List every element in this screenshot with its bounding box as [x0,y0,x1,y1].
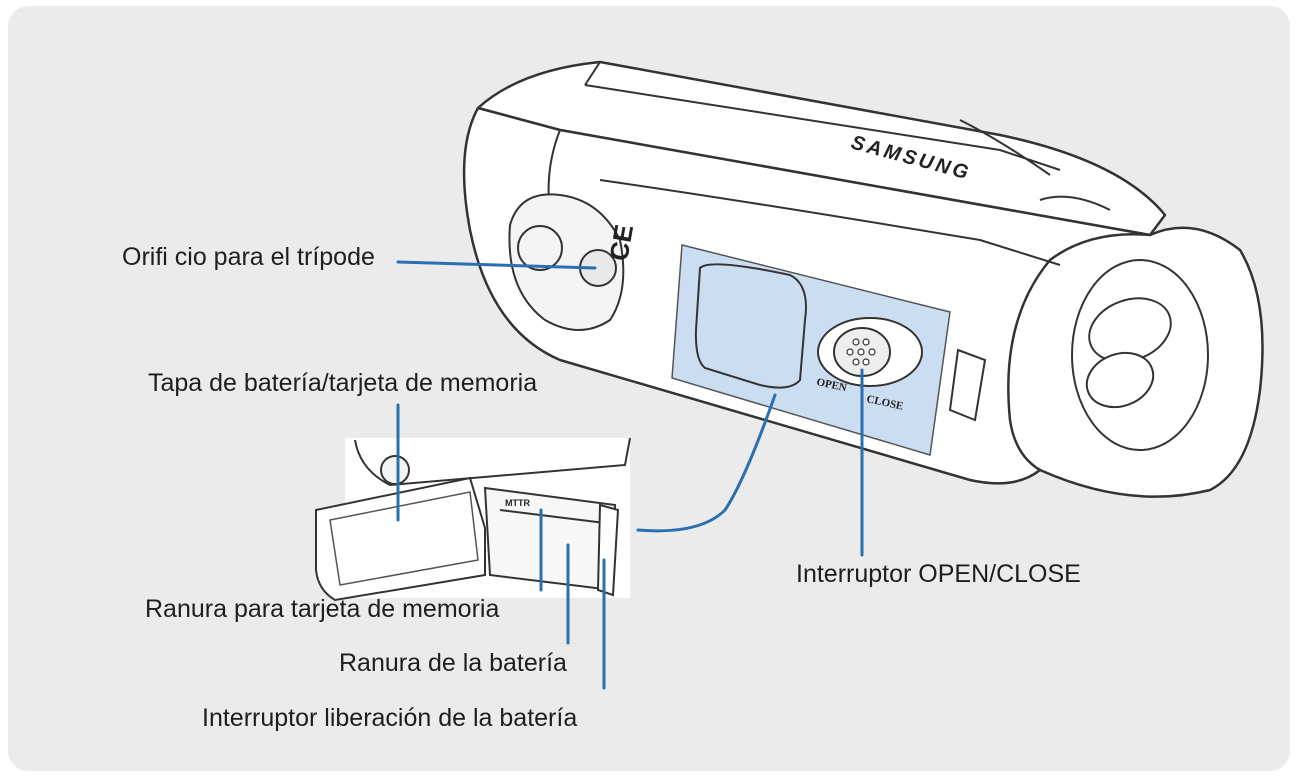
battery-cover-highlight [671,244,951,456]
label-card-slot: Ranura para tarjeta de memoria [145,595,500,623]
leader-inset-connector [636,393,777,533]
label-open-close: Interruptor OPEN/CLOSE [796,560,1081,588]
leader-lines [396,260,864,690]
label-battery-slot: Ranura de la batería [339,649,567,677]
label-tripod: Orifi cio para el trípode [122,243,375,271]
label-battery-release: Interruptor liberación de la batería [202,704,578,732]
tripod-plate [508,193,625,331]
label-cover: Tapa de batería/tarjeta de memoria [148,369,538,397]
end-cap-buttons [1071,259,1209,451]
battery-compartment-inset: MTTR [315,437,631,602]
inset-text: MTTR [505,498,530,508]
open-close-switch [817,317,923,387]
leader-tripod [396,260,597,270]
ce-mark: CE [603,222,639,263]
